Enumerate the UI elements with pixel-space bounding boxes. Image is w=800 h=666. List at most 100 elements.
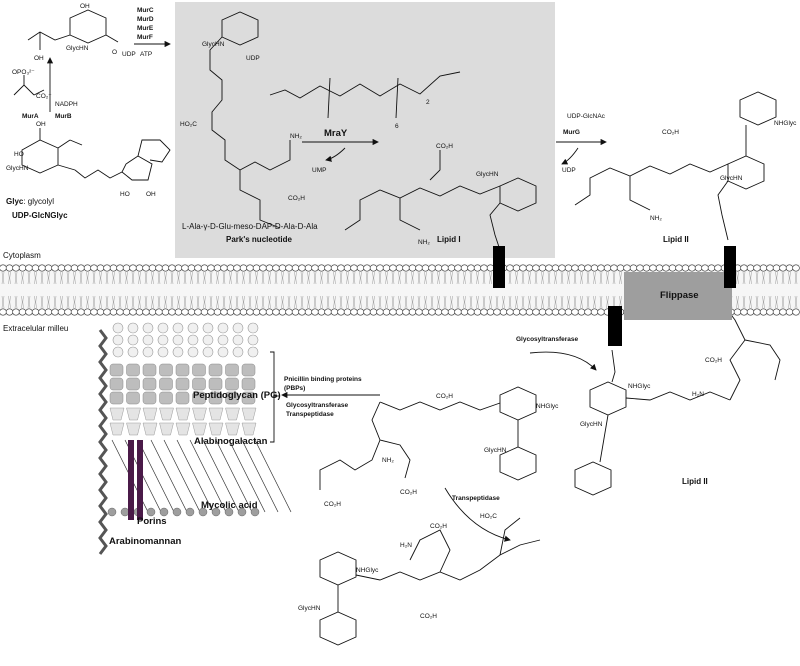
- lipid-tail: [606, 271, 609, 309]
- pg-block: [241, 391, 256, 405]
- lipid-head-top: [5, 264, 14, 272]
- lipid-head-top: [415, 264, 423, 272]
- envelope-sphere: [172, 334, 184, 346]
- mycolic-head: [120, 507, 130, 517]
- lipid-head-bottom: [233, 308, 241, 316]
- lipid-head-top: [746, 264, 755, 272]
- undecaprenyl-phosphate: 6 2: [269, 71, 461, 130]
- lipid-head-top: [480, 264, 488, 272]
- lipid-ii-bottom-glychn: GlycHN: [580, 421, 603, 428]
- lipid-head-top: [83, 264, 92, 272]
- lipid-tail: [196, 271, 200, 309]
- lipid-tail: [391, 271, 395, 309]
- lipid-tail: [352, 271, 356, 309]
- envelope-sphere: [172, 322, 184, 334]
- lipid-head-bottom: [590, 308, 599, 316]
- atp-label: ATP: [140, 51, 152, 58]
- lipid-tail: [268, 271, 271, 309]
- arabinogalactan-unit: [109, 422, 125, 436]
- lipid-tail: [417, 271, 421, 309]
- mycolic-head: [198, 507, 208, 517]
- lipid-tail: [99, 271, 102, 309]
- lipid-head-bottom: [376, 308, 384, 316]
- lipid-tail: [235, 271, 239, 309]
- lipid-tail: [53, 271, 57, 309]
- lipid-head-bottom: [239, 308, 248, 316]
- lipid-tail: [443, 271, 447, 309]
- lipid-head-top: [486, 264, 495, 272]
- lipid-tail: [34, 271, 37, 309]
- lipid-head-top: [181, 264, 189, 272]
- growing-pg-structure: NHGlyc GlycHN CO₂H NH₂ CO₂H CO₂H: [319, 386, 559, 508]
- udp-glcnglyc-label: UDP-GlcNGlyc: [12, 211, 68, 220]
- lipid-head-bottom: [213, 308, 222, 316]
- envelope-sphere: [232, 334, 244, 346]
- lipid-tail: [177, 271, 180, 309]
- lipid-tail: [736, 271, 739, 309]
- lipid-head-bottom: [200, 308, 209, 316]
- porin-2: [137, 440, 143, 520]
- lipid-head-top: [103, 264, 111, 272]
- park-udp: UDP: [246, 55, 260, 62]
- murc-label: MurC: [137, 7, 154, 14]
- arabinogalactan-unit: [241, 407, 257, 421]
- lipid-head-top: [174, 264, 183, 272]
- lipid-tail: [118, 271, 122, 309]
- lipid-ii-top-nhglyc: NHGlyc: [774, 120, 797, 127]
- lipid-i-anchor: [493, 246, 505, 288]
- lipid-tail: [8, 271, 11, 309]
- park-nh2: NH₂: [290, 133, 302, 140]
- mycolic-head: [172, 507, 182, 517]
- pg-block: [175, 377, 190, 391]
- lipid-head-top: [740, 264, 748, 272]
- lipid-head-bottom: [161, 308, 170, 316]
- lipid-tail: [521, 271, 525, 309]
- lipid-tail: [586, 271, 590, 309]
- lipid-tail: [788, 271, 791, 309]
- arabinogalactan-unit: [126, 422, 141, 436]
- lipid-head-bottom: [155, 308, 163, 316]
- mycolic-head: [211, 507, 221, 517]
- lipid-ii-top-structure: NHGlyc GlycHN CO₂H NH₂: [574, 91, 797, 241]
- lipid-head-bottom: [109, 308, 118, 316]
- mycolic-head: [250, 507, 260, 517]
- mycolic-tail: [215, 439, 253, 513]
- lipid-head-bottom: [226, 308, 235, 316]
- lipid-head-top: [220, 264, 228, 272]
- lipid-tail: [294, 271, 297, 309]
- envelope-sphere: [217, 322, 229, 334]
- transpeptidase-label: Transpeptidase: [452, 495, 500, 502]
- arabinogalactan-unit: [208, 407, 224, 421]
- lipid-tail: [183, 271, 187, 309]
- lipid-head-top: [135, 264, 144, 272]
- lipid-tail: [560, 271, 564, 309]
- lipid-head-bottom: [434, 308, 443, 316]
- lipid-head-bottom: [772, 308, 781, 316]
- lipid-head-top: [577, 264, 586, 272]
- lipid-ii-top-glychn: GlycHN: [720, 175, 743, 182]
- flippase-box: [624, 272, 732, 320]
- oh-top2-label: OH: [80, 3, 90, 10]
- mycolic-tail: [176, 439, 214, 513]
- glychn-top-label: GlycHN: [66, 45, 89, 52]
- envelope-sphere: [157, 322, 169, 334]
- lipid-tail: [742, 271, 746, 309]
- lipid-head-bottom: [77, 308, 85, 316]
- lipid-tail: [775, 271, 778, 309]
- x-co2h-2: CO₂H: [420, 613, 437, 620]
- lipid-tail: [66, 271, 70, 309]
- lipid-head-top: [298, 264, 306, 272]
- lipid-tail: [203, 271, 206, 309]
- envelope-sphere: [157, 334, 169, 346]
- lipid-head-top: [142, 264, 150, 272]
- lipid-head-bottom: [779, 308, 787, 316]
- mycolic-tail: [254, 439, 292, 513]
- lipid-ii-bottom-co2h: CO₂H: [705, 357, 722, 364]
- murg-label: MurG: [563, 129, 580, 136]
- lipid-head-top: [337, 264, 345, 272]
- udp-label: UDP: [562, 167, 576, 174]
- lipid-head-top: [382, 264, 391, 272]
- arabinogalactan-unit: [159, 422, 174, 436]
- lipid-head-top: [38, 264, 46, 272]
- envelope-sphere: [112, 334, 124, 346]
